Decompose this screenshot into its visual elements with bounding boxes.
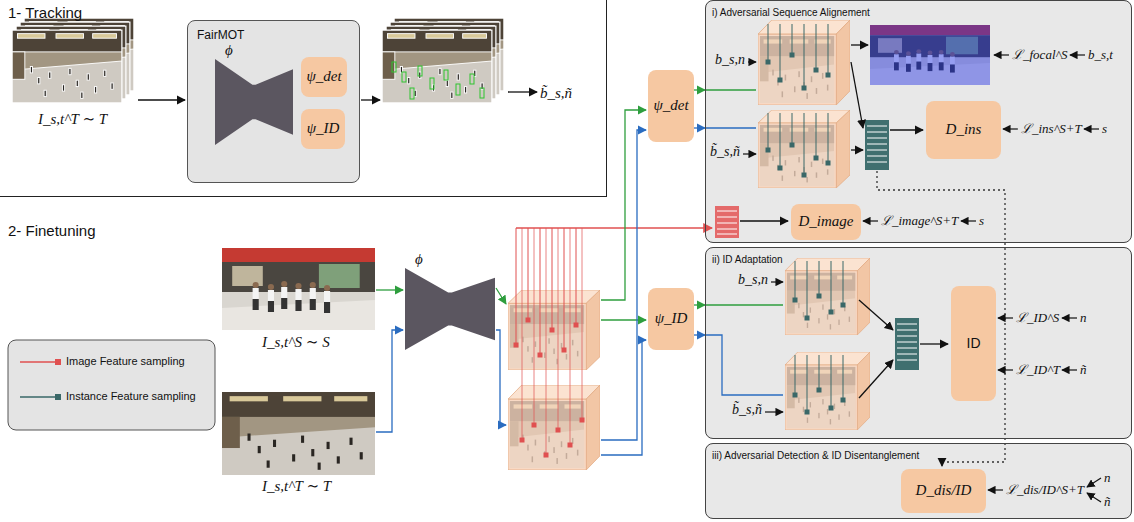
head-box: D_image xyxy=(791,204,861,240)
head-box: ID xyxy=(951,286,996,401)
math-label: b̃_s,ñ xyxy=(732,402,762,419)
legend-text: Image Feature sampling xyxy=(66,355,185,368)
math-label: ℒ_ins^S+T xyxy=(1021,121,1082,137)
box-label: D_image xyxy=(799,213,854,230)
math-label: n xyxy=(1104,470,1111,486)
math-label: ℒ_ID^S xyxy=(1016,310,1059,326)
feature-arrow xyxy=(694,89,705,90)
arrow-line xyxy=(1084,128,1099,129)
math-label: b_s,n xyxy=(715,52,745,69)
arrow-line xyxy=(998,317,1013,318)
arrow-line xyxy=(1087,493,1101,502)
arrow-line xyxy=(998,369,1013,370)
math-label: b̃_s,ñ xyxy=(540,84,572,102)
math-label: b_s,t xyxy=(1088,47,1113,63)
box-label: ψ_ID xyxy=(307,120,340,137)
heading: ϕ xyxy=(225,42,233,59)
module-panel: ii) ID AdaptationID xyxy=(705,247,1132,439)
box-label: D_dis/ID xyxy=(916,482,972,499)
math-label: b̃_s,ñ xyxy=(710,144,740,161)
heading: i) Adversarial Sequence Alignement xyxy=(712,7,870,19)
head-box: D_ins xyxy=(926,101,1001,159)
head-box: ψ_ID xyxy=(301,109,345,149)
feature-stacks xyxy=(715,120,919,370)
panel-fill xyxy=(8,0,1132,519)
arrow-line xyxy=(765,411,783,412)
section-title: 2- Finetuning xyxy=(8,222,96,240)
encoder-shape: ϕ xyxy=(405,250,495,350)
arrow-line xyxy=(1062,317,1077,318)
encoder-body xyxy=(215,59,293,145)
box-label: D_ins xyxy=(946,121,982,138)
heading: iii) Adversarial Detection & ID Disentan… xyxy=(712,450,919,462)
math-label: ℒ_focal^S xyxy=(1012,47,1067,63)
math-label: s xyxy=(1102,121,1107,137)
arrow-line xyxy=(1003,128,1018,129)
arrow-line xyxy=(1070,54,1085,55)
heading: ϕ xyxy=(415,251,423,268)
math-label: I_s,t^T ∼ T xyxy=(38,110,107,128)
math-label: ñ xyxy=(1080,362,1087,378)
head-box: ψ_ID xyxy=(648,288,694,350)
math-label: b_s,n xyxy=(738,272,768,289)
encoder-shape: ϕ xyxy=(215,41,293,145)
head-box: ψ_det xyxy=(301,57,347,97)
arrow-line xyxy=(1062,369,1077,370)
math-label: I_s,t^T ∼ T xyxy=(262,477,331,495)
feature-maps xyxy=(508,20,870,470)
box-label: ψ_ID xyxy=(655,310,688,327)
flow-arrows xyxy=(138,45,1005,466)
feature-arrow xyxy=(694,304,705,305)
arrow-line xyxy=(771,281,783,282)
math-label: ℒ_ID^T xyxy=(1016,362,1060,378)
arrow-line xyxy=(863,220,878,221)
module-panel: iii) Adversarial Detection & ID Disentan… xyxy=(705,443,1132,519)
model-box: FairMOTϕ ψ_det ψ_ID xyxy=(187,20,360,183)
heading: FairMOT xyxy=(197,29,244,43)
head-box: ψ_det xyxy=(648,70,694,142)
input-images xyxy=(222,25,990,475)
legend-text: Instance Feature sampling xyxy=(66,390,196,403)
encoder-outline xyxy=(215,59,293,145)
box-label: ψ_det xyxy=(306,68,341,85)
encoder-outline xyxy=(405,268,495,350)
arrow-line xyxy=(743,153,756,154)
feature-arrow xyxy=(694,127,705,128)
stage-panel: 1- TrackingFairMOTϕ ψ_det ψ_ID xyxy=(0,0,607,197)
arrow-line xyxy=(994,54,1009,55)
math-label: I_s,t^S ∼ S xyxy=(262,333,330,351)
tracking-boxes xyxy=(392,62,484,99)
heading: ii) ID Adaptation xyxy=(712,254,783,266)
feature-arrow xyxy=(694,334,705,335)
arrow-line xyxy=(1087,478,1101,487)
box-label: ψ_det xyxy=(653,97,688,114)
math-label: ñ xyxy=(1104,494,1111,510)
encoder-body xyxy=(405,268,495,350)
arrow-line xyxy=(961,220,976,221)
math-label: ℒ_dis/ID^S+T xyxy=(1006,482,1084,498)
head-box: D_dis/ID xyxy=(901,469,986,513)
arrow-line xyxy=(988,489,1003,490)
math-label: ℒ_image^S+T xyxy=(881,213,958,229)
heading: 1- Tracking xyxy=(8,4,82,21)
legend-samples xyxy=(20,359,61,400)
image-feature-sampling xyxy=(514,228,712,457)
math-label: s xyxy=(979,213,984,229)
arrow-line xyxy=(748,61,756,62)
box-label: ID xyxy=(967,335,981,351)
math-label: n xyxy=(1080,310,1087,326)
